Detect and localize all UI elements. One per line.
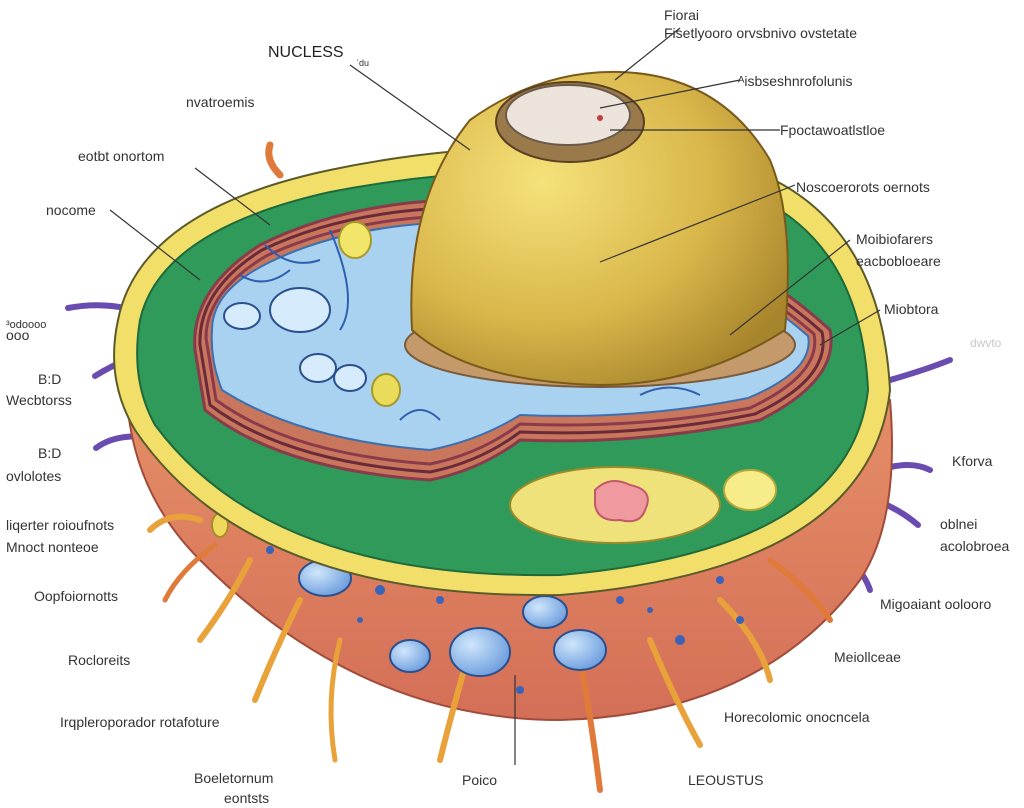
yellow-granule <box>723 469 777 511</box>
compartment-vesicles <box>223 221 401 407</box>
label-left-1: nvatroemis <box>186 94 255 110</box>
label-nuclear-membrane: Fpoctawoatlstloe <box>780 122 886 138</box>
label-right-1: Kforva <box>952 453 993 469</box>
label-left-8: Oopfoiornotts <box>34 588 119 604</box>
label-nucleoplasm: Noscoerorots oernots <box>796 179 930 195</box>
label-left-3: nocome <box>46 202 96 218</box>
label-left-6a: B:D <box>38 445 62 461</box>
pink-organelle <box>594 480 649 523</box>
label-top-2: Fisetlyooro orvsbnivo ovstetate <box>664 25 857 41</box>
label-left-7a: liqerter roioufnots <box>6 517 115 533</box>
compartment-lines <box>239 229 701 421</box>
label-nucleus: NUCLESS <box>268 44 344 61</box>
label-nucleolus: ᴬisbseshnrofolunis <box>738 73 853 89</box>
label-left-5a: B:D <box>38 371 62 387</box>
label-left-9: Rocloreits <box>68 652 131 668</box>
label-right-2a: oblnei <box>940 516 978 532</box>
label-right-3: Migoaiant oolooro <box>880 596 992 612</box>
label-bottom-1a: Boeletornum <box>194 770 274 786</box>
label-mito-1: Moibiofarers <box>856 231 934 247</box>
label-nucleus-mark: ʿdu <box>356 58 370 68</box>
label-left-4b: ooo <box>6 327 30 343</box>
nucleus <box>410 70 789 387</box>
label-top-1: Fiorai <box>664 7 700 23</box>
nucleolus-dot <box>597 115 603 121</box>
label-bottom-3: LEOUSTUS <box>688 772 764 788</box>
label-left-2: eotbt onortom <box>78 148 165 164</box>
label-left-4a: ³odoooo <box>6 319 47 331</box>
label-bottom-1b: eontsts <box>224 790 270 806</box>
label-left-10: Irqpleroporador rotafoture <box>60 714 220 730</box>
label-bottom-2: Poico <box>462 772 498 788</box>
label-right-5: Horecolomic onocncela <box>724 709 870 725</box>
leader-lines <box>109 27 881 765</box>
label-right-4: Meiollceae <box>834 649 901 665</box>
bowl-vesicles <box>211 512 607 677</box>
label-right-2b: acolobroea <box>940 538 1010 554</box>
label-left-7b: Mnoct nonteoe <box>6 539 99 555</box>
label-mito-2: eacbobloeare <box>856 253 941 269</box>
label-mitochondria: Miobtora <box>884 301 939 317</box>
label-left-5b: Wecbtorss <box>6 392 72 408</box>
nucleolus-inner <box>505 84 631 146</box>
bowl-particles <box>266 546 744 694</box>
label-faint-right: dwvto <box>970 336 1002 350</box>
label-left-6b: ovlolotes <box>6 468 62 484</box>
